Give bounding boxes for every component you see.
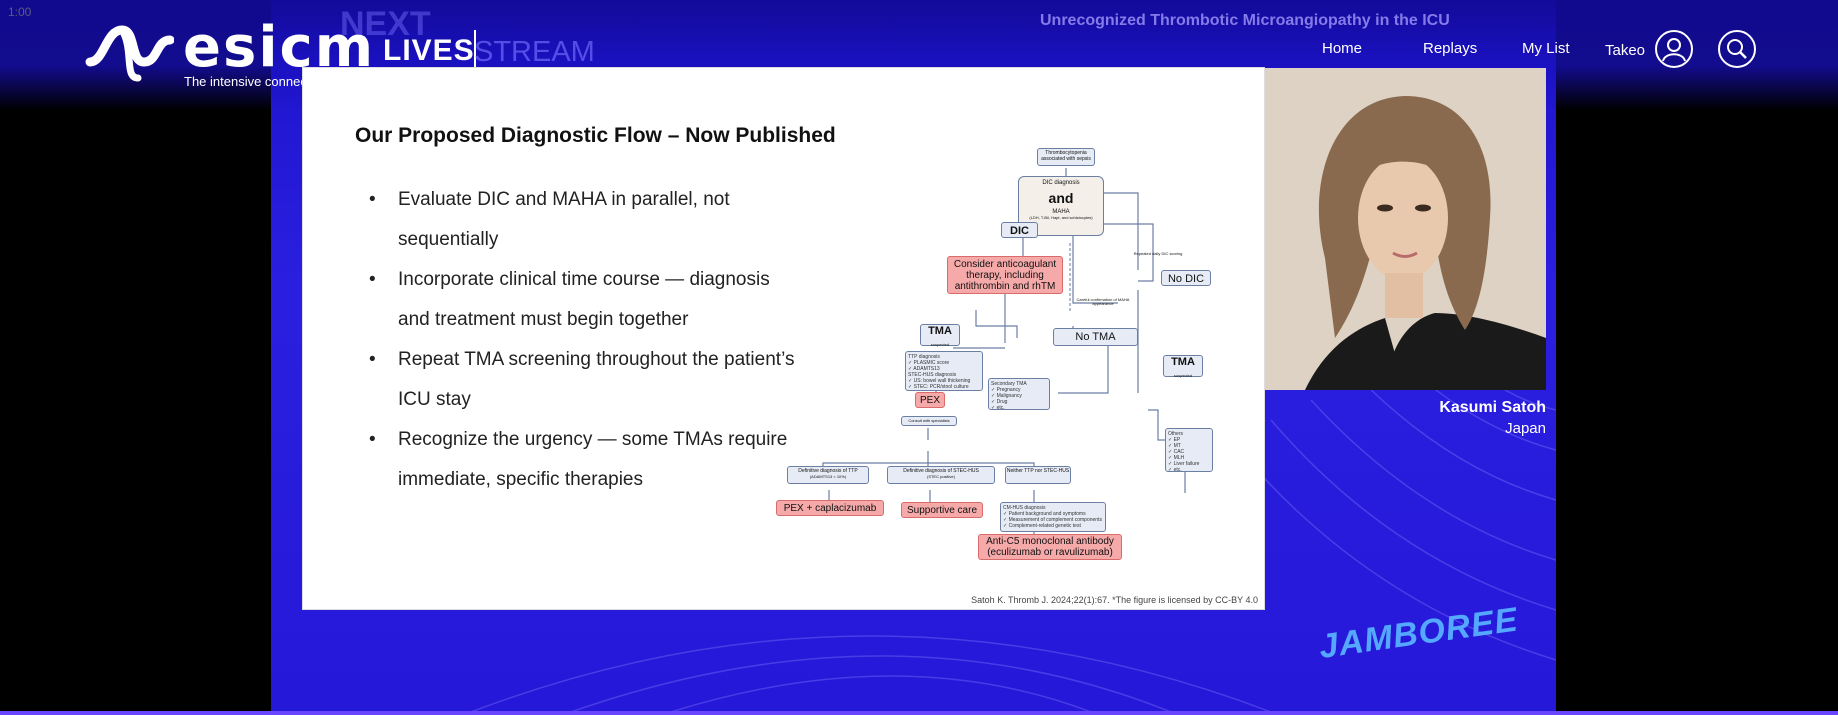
flow-careful-maha: Careful confirmation of MAHA appearance xyxy=(1076,297,1130,307)
flow-tma-suspected-2: TMA suspected xyxy=(1163,355,1203,379)
search-button[interactable] xyxy=(1718,30,1756,68)
flow-tma-label: TMA xyxy=(1171,356,1195,368)
flow-maha: MAHA xyxy=(1052,208,1070,215)
flow-anti-c5: Anti-C5 monoclonal antibody (eculizumab … xyxy=(978,534,1122,560)
flow-def-ttp-label: Definitive diagnosis of TTP xyxy=(798,468,858,474)
nav-my-list[interactable]: My List xyxy=(1522,40,1570,57)
user-icon xyxy=(1662,38,1686,62)
flow-parallel-box: DIC diagnosis and MAHA (LDH, T-Bil, Hapt… xyxy=(1018,176,1104,236)
flow-def-stec-label: Definitive diagnosis of STEC-HUS xyxy=(903,468,979,474)
nav-home[interactable]: Home xyxy=(1322,40,1363,57)
jamboree-logo: JAMBOREE xyxy=(1317,600,1532,688)
speaker-country: Japan xyxy=(1505,420,1546,437)
bullet-item: Evaluate DIC and MAHA in parallel, not s… xyxy=(363,180,803,260)
next-label: NEXT xyxy=(340,5,431,43)
flow-definitive-ttp: Definitive diagnosis of TTP (ADAMTS13 < … xyxy=(787,466,869,484)
flow-cm-hus: CM-HUS diagnosis ✓ Patient background an… xyxy=(1000,502,1106,532)
flow-pex: PEX xyxy=(915,392,945,408)
search-icon xyxy=(1727,39,1747,59)
cursor-caret xyxy=(474,30,476,70)
flow-suspected-label: suspected xyxy=(1173,373,1193,379)
timecode: 1:00 xyxy=(8,5,32,19)
speaker-video xyxy=(1265,68,1546,390)
bullet-item: Recognize the urgency — some TMAs requir… xyxy=(363,420,803,500)
talk-title: Unrecognized Thrombotic Microangiopathy … xyxy=(1040,12,1450,29)
flow-secondary-tma: Secondary TMA ✓ Pregnancy ✓ Malignancy ✓… xyxy=(988,378,1050,411)
flow-repeated-dic: Repeated daily DIC scoring xyxy=(1133,251,1183,256)
slide-bullets: Evaluate DIC and MAHA in parallel, not s… xyxy=(363,180,803,500)
slide-citation: Satoh K. Thromb J. 2024;22(1):67. *The f… xyxy=(971,595,1258,605)
flow-top-box: Thrombocytopenia associated with sepsis xyxy=(1037,148,1095,166)
flow-supportive-care: Supportive care xyxy=(901,502,983,518)
diagnostic-flowchart: Thrombocytopenia associated with sepsis … xyxy=(773,148,1233,568)
bullet-item: Incorporate clinical time course — diagn… xyxy=(363,260,803,340)
speaker-portrait xyxy=(1265,68,1546,390)
nav-replays[interactable]: Replays xyxy=(1423,40,1478,57)
esicm-logo[interactable] xyxy=(84,18,354,90)
logo-wordmark: esicm xyxy=(183,15,376,80)
flow-suspected-label: suspected xyxy=(930,342,950,348)
flow-def-ttp-sub: (ADAMTS13 < 10%) xyxy=(809,473,847,479)
user-profile-button[interactable] xyxy=(1655,30,1693,68)
flow-maha-sub: (LDH, T-Bil, Hapt, and schistocytes) xyxy=(1029,214,1093,220)
flow-definitive-stec: Definitive diagnosis of STEC-HUS (STEC p… xyxy=(887,466,995,484)
logo-mark-icon xyxy=(85,25,174,82)
bullet-item: Repeat TMA screening throughout the pati… xyxy=(363,340,803,420)
flow-dic: DIC xyxy=(1001,222,1038,238)
flow-def-stec-sub: (STEC positive) xyxy=(926,473,955,479)
flow-neither: Neither TTP nor STEC-HUS xyxy=(1005,466,1071,484)
flow-and: and xyxy=(1048,189,1074,206)
flow-tma-suspected: TMA suspected xyxy=(920,324,960,348)
stream-label: STREAM xyxy=(474,36,595,68)
flow-anticoagulant: Consider anticoagulant therapy, includin… xyxy=(947,256,1063,294)
bottom-strip xyxy=(0,711,1838,715)
slide-heading: Our Proposed Diagnostic Flow – Now Publi… xyxy=(355,124,836,147)
flow-consult: Consult with specialists xyxy=(901,416,957,426)
flow-dic-diagnosis: DIC diagnosis xyxy=(1042,180,1080,186)
flow-ttp-diagnosis: TTP diagnosis ✓ PLASMIC score ✓ ADAMTS13… xyxy=(905,351,983,391)
logo-tagline: The intensive connection xyxy=(184,74,328,89)
flow-no-dic: No DIC xyxy=(1161,270,1211,286)
user-name: Takeo xyxy=(1605,42,1646,59)
flow-pex-caplacizumab: PEX + caplacizumab xyxy=(776,500,884,516)
speaker-name: Kasumi Satoh xyxy=(1439,399,1546,416)
flow-others: Others ✓ EP ✓ MT ✓ CAC ✓ MLH ✓ Liver fai… xyxy=(1165,428,1213,473)
lives-label: LIVES xyxy=(383,34,475,67)
background-pattern xyxy=(470,359,1556,712)
flow-tma-label: TMA xyxy=(928,325,952,337)
flow-no-tma: No TMA xyxy=(1053,328,1138,346)
presentation-slide: Our Proposed Diagnostic Flow – Now Publi… xyxy=(303,68,1264,609)
